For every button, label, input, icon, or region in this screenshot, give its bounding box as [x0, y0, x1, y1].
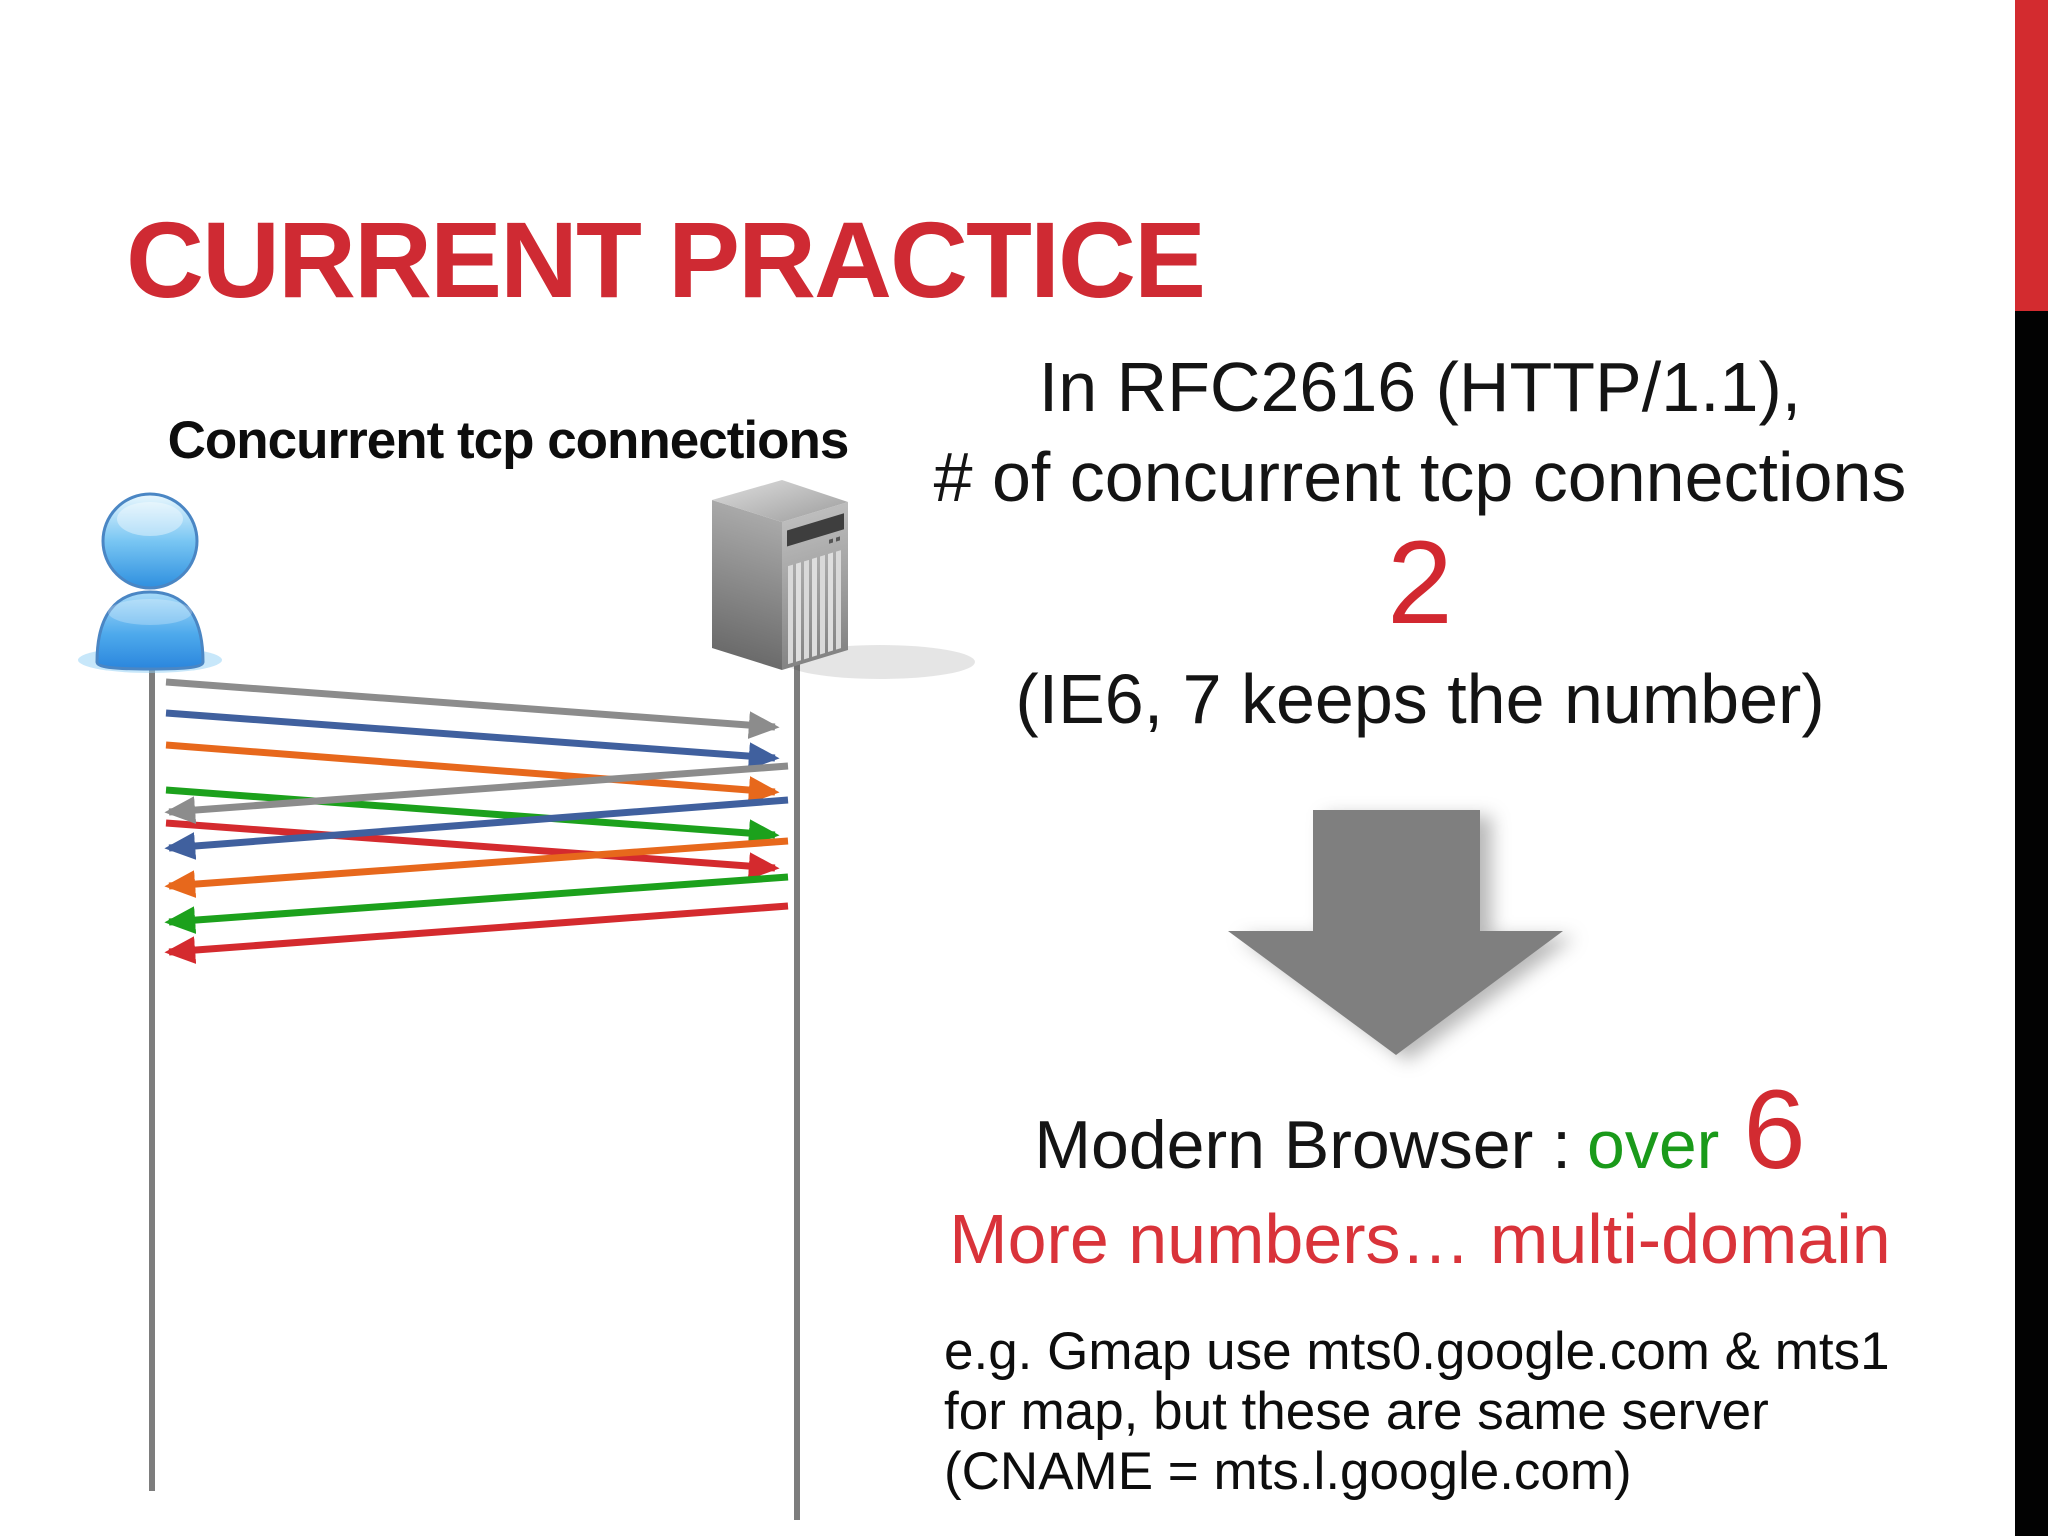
example-block: e.g. Gmap use mts0.google.com & mts1 for… — [944, 1322, 1954, 1502]
tcp-arrow-right — [165, 741, 780, 804]
example-line-1: e.g. Gmap use mts0.google.com & mts1 — [944, 1322, 1890, 1381]
example-line-2: for map, but these are same server — [944, 1382, 1769, 1441]
user-icon — [78, 492, 222, 673]
example-line-3: (CNAME = mts.l.google.com) — [944, 1442, 1632, 1501]
rfc-line-1: In RFC2616 (HTTP/1.1), — [1038, 348, 1802, 426]
big-down-arrow-icon — [1228, 810, 1563, 1055]
modern-limit-number: 6 — [1743, 1067, 1806, 1192]
edge-accent-red-bar — [2015, 0, 2048, 311]
ie-note: (IE6, 7 keeps the number) — [1015, 660, 1825, 738]
diagram-label: Concurrent tcp connections — [167, 411, 850, 470]
over-text: over — [1587, 1107, 1720, 1183]
connection-limit-number: 2 — [1387, 517, 1453, 649]
multi-domain-note: More numbers… multi-domain — [949, 1200, 1891, 1278]
tcp-arrow-right — [165, 678, 780, 739]
edge-accent-black-bar — [2015, 311, 2048, 1536]
slide-title: CURRENT PRACTICE — [126, 199, 1206, 320]
rfc-line-2: # of concurrent tcp connections — [933, 438, 1907, 516]
tcp-arrow-left — [164, 796, 789, 860]
tcp-arrow-right — [165, 786, 780, 847]
tcp-arrow-left — [164, 902, 789, 964]
modern-browser-label: Modern Browser : — [1034, 1107, 1572, 1183]
tcp-arrow-right — [165, 819, 780, 880]
tcp-connection-arrows — [164, 678, 789, 964]
tcp-arrow-left — [164, 762, 789, 824]
server-icon — [712, 480, 975, 679]
tcp-arrow-right — [165, 709, 780, 770]
tcp-arrow-left — [164, 873, 789, 934]
tcp-arrow-left — [164, 837, 789, 898]
modern-browser-line: Modern Browser : over 6 — [890, 1074, 1950, 1186]
